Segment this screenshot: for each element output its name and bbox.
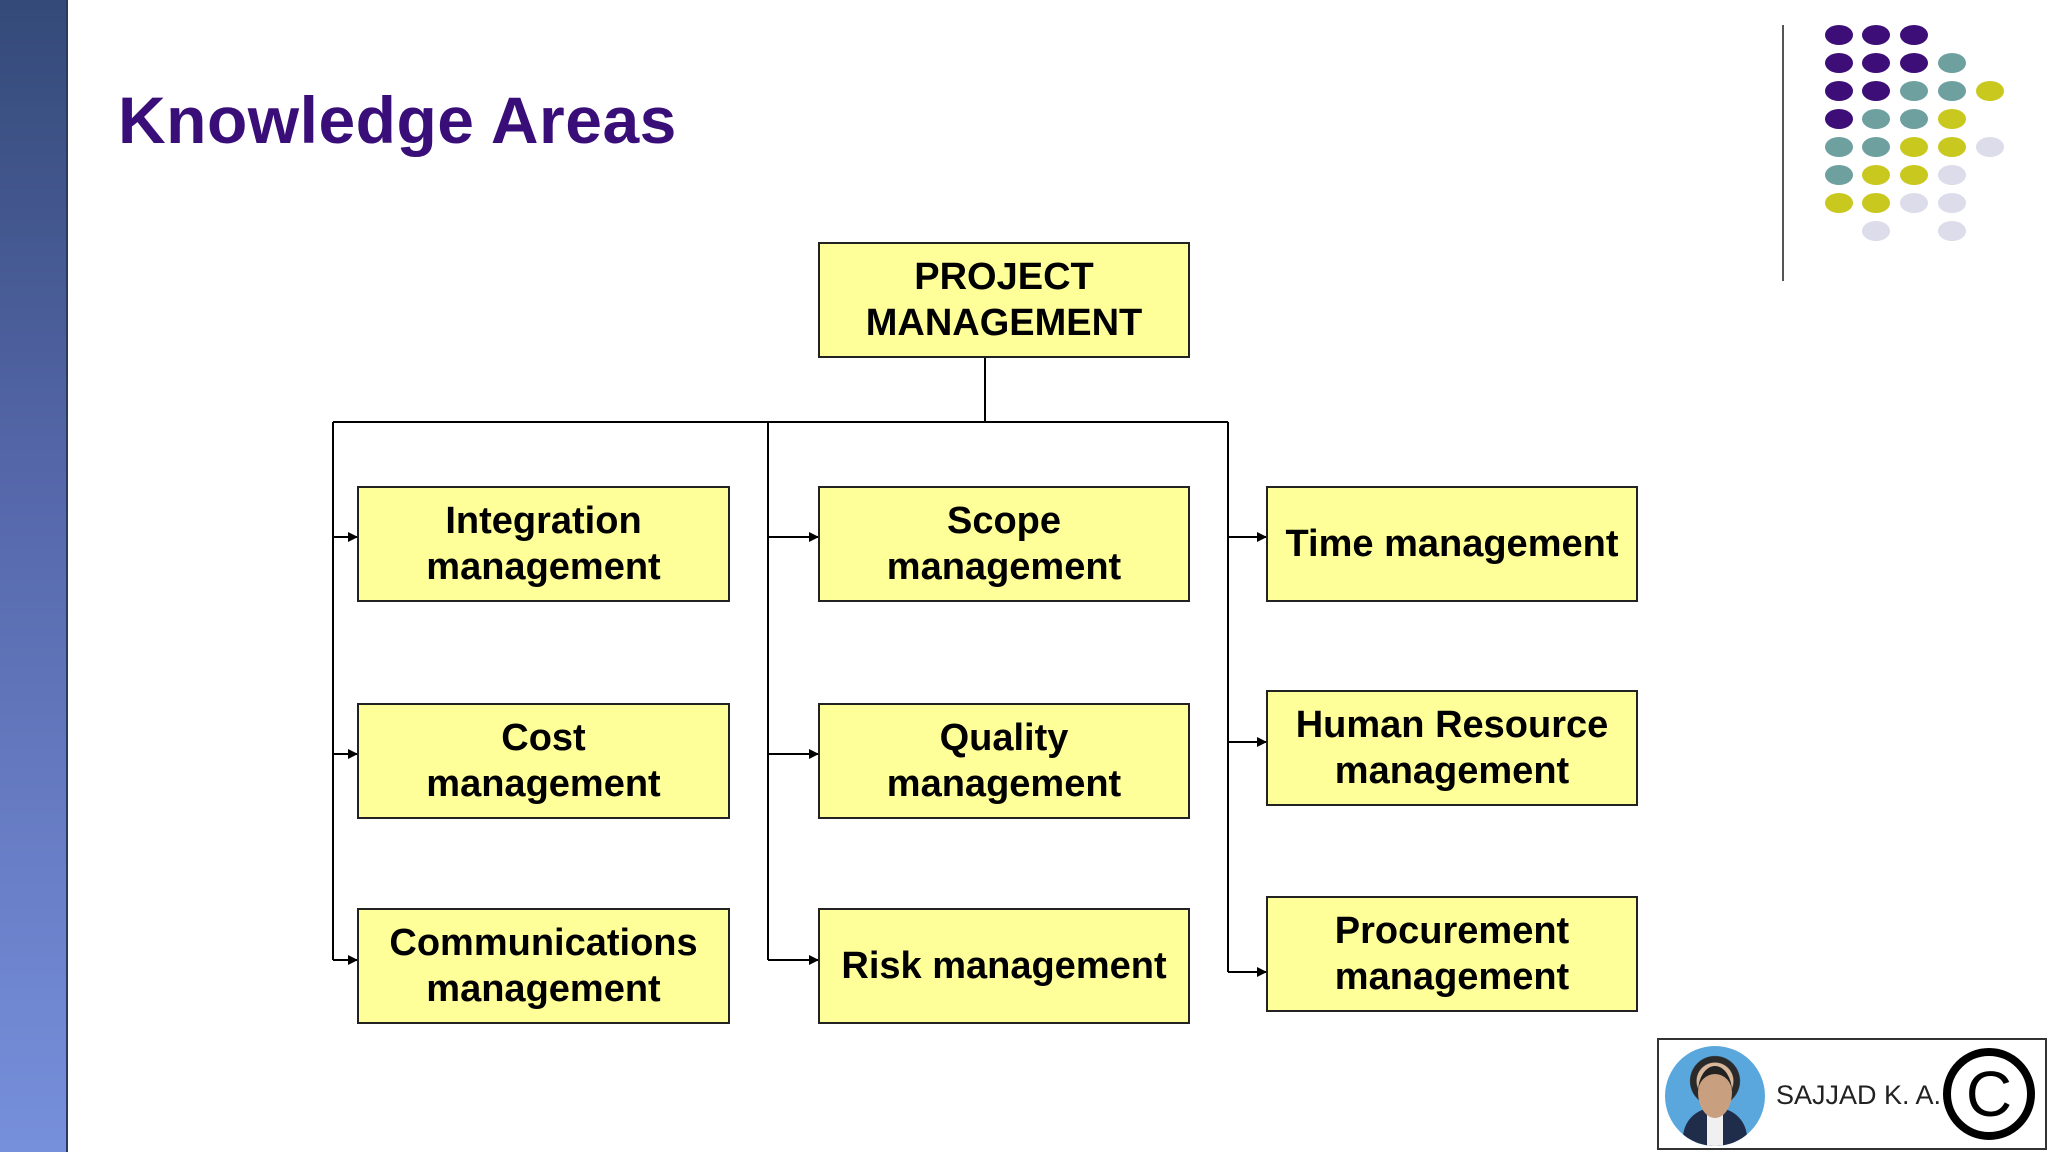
decorative-divider-line — [1782, 25, 1784, 281]
author-name: SAJJAD K. A. — [1776, 1080, 1942, 1110]
slide-title: Knowledge Areas — [118, 83, 677, 157]
project-management-box: PROJECT MANAGEMENT — [818, 242, 1190, 358]
procurement-management-box: Procurement management — [1266, 896, 1638, 1012]
avatar-face-shape — [1698, 1066, 1732, 1118]
human-resource-management-box: Human Resource management — [1266, 690, 1638, 806]
scope-management-box: Scope management — [818, 486, 1190, 602]
author-badge: SAJJAD K. A. C — [1657, 1038, 2047, 1150]
communications-management-box: Communications management — [357, 908, 730, 1024]
cost-management-box: Cost management — [357, 703, 730, 819]
risk-management-box: Risk management — [818, 908, 1190, 1024]
integration-management-box: Integration management — [357, 486, 730, 602]
author-avatar — [1665, 1046, 1765, 1146]
time-management-box: Time management — [1266, 486, 1638, 602]
copyright-icon: C — [1943, 1048, 2035, 1140]
quality-management-box: Quality management — [818, 703, 1190, 819]
left-sidebar-bar — [0, 0, 68, 1152]
